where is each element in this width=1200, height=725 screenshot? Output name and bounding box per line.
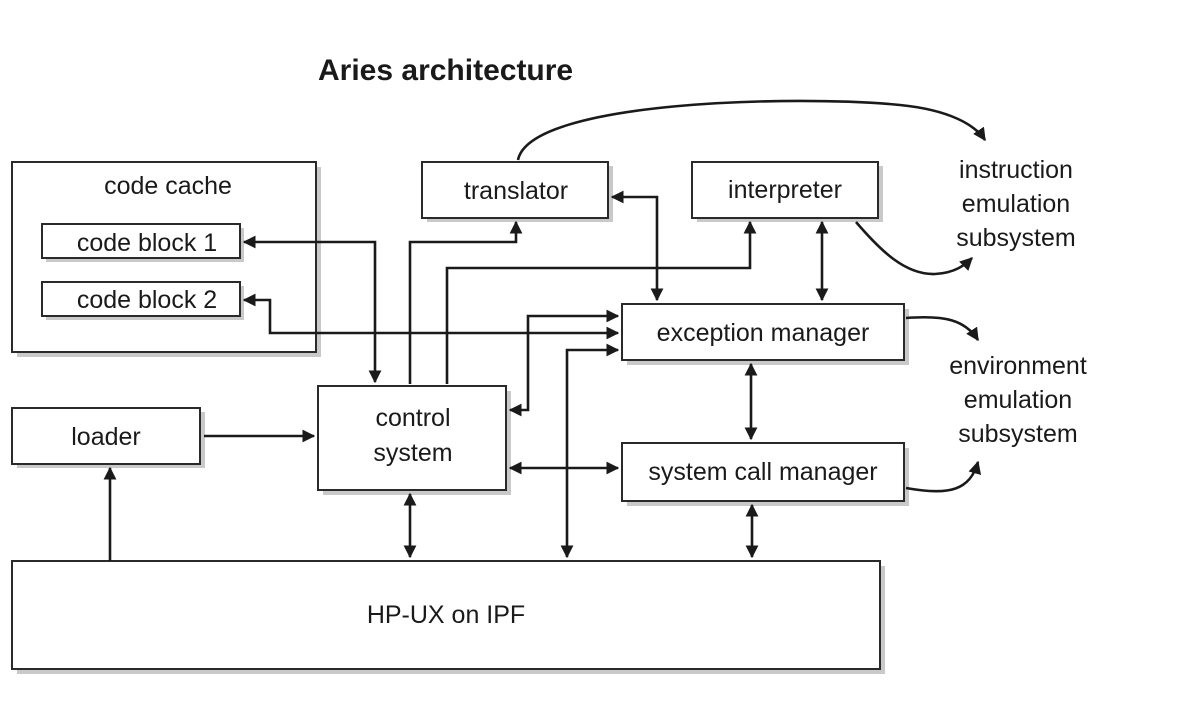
control-system-box: control system xyxy=(317,385,511,495)
instruction-emulation-line2: emulation xyxy=(962,190,1070,218)
arrow-platform-exception xyxy=(560,343,620,559)
arrow-translator-exception xyxy=(610,190,664,302)
interpreter-label: interpreter xyxy=(728,176,842,204)
system-call-manager-box: system call manager xyxy=(621,442,909,506)
exception-manager-box: exception manager xyxy=(621,303,909,365)
arrow-syscall-environment-emulation xyxy=(905,460,982,493)
platform-box: HP-UX on IPF xyxy=(11,560,885,674)
code-block-2-label: code block 2 xyxy=(77,286,217,314)
translator-box: translator xyxy=(421,161,613,222)
platform-label: HP-UX on IPF xyxy=(367,601,525,629)
control-system-label-line2: system xyxy=(373,439,452,467)
translator-label: translator xyxy=(464,177,568,205)
code-block-2-box: code block 2 xyxy=(41,281,244,320)
environment-emulation-line2: emulation xyxy=(964,386,1072,414)
arrow-control-interpreter xyxy=(445,220,757,384)
code-block-1-label: code block 1 xyxy=(77,229,217,257)
instruction-emulation-line1: instruction xyxy=(959,156,1073,184)
loader-label: loader xyxy=(71,423,141,451)
loader-box: loader xyxy=(11,407,205,468)
arrow-interpreter-instruction-emulation xyxy=(855,221,973,276)
instruction-emulation-line3: subsystem xyxy=(956,224,1075,252)
arrow-exception-environment-emulation xyxy=(905,315,980,342)
exception-manager-label: exception manager xyxy=(657,319,870,347)
environment-emulation-line1: environment xyxy=(949,352,1087,380)
diagram-title: Aries architecture xyxy=(318,54,573,87)
interpreter-box: interpreter xyxy=(691,161,883,222)
instruction-emulation-label: instruction emulation subsystem xyxy=(956,156,1075,252)
code-cache-label: code cache xyxy=(104,172,232,200)
system-call-manager-label: system call manager xyxy=(648,458,877,486)
arrow-control-translator xyxy=(408,220,523,384)
environment-emulation-label: environment emulation subsystem xyxy=(949,352,1087,448)
environment-emulation-line3: subsystem xyxy=(958,420,1077,448)
arrow-translator-instruction-emulation xyxy=(516,99,987,161)
arrow-code-block-2-exception xyxy=(242,293,620,340)
arrow-control-exception xyxy=(508,309,620,417)
control-system-label-line1: control xyxy=(375,404,450,432)
code-block-1-box: code block 1 xyxy=(41,223,244,262)
